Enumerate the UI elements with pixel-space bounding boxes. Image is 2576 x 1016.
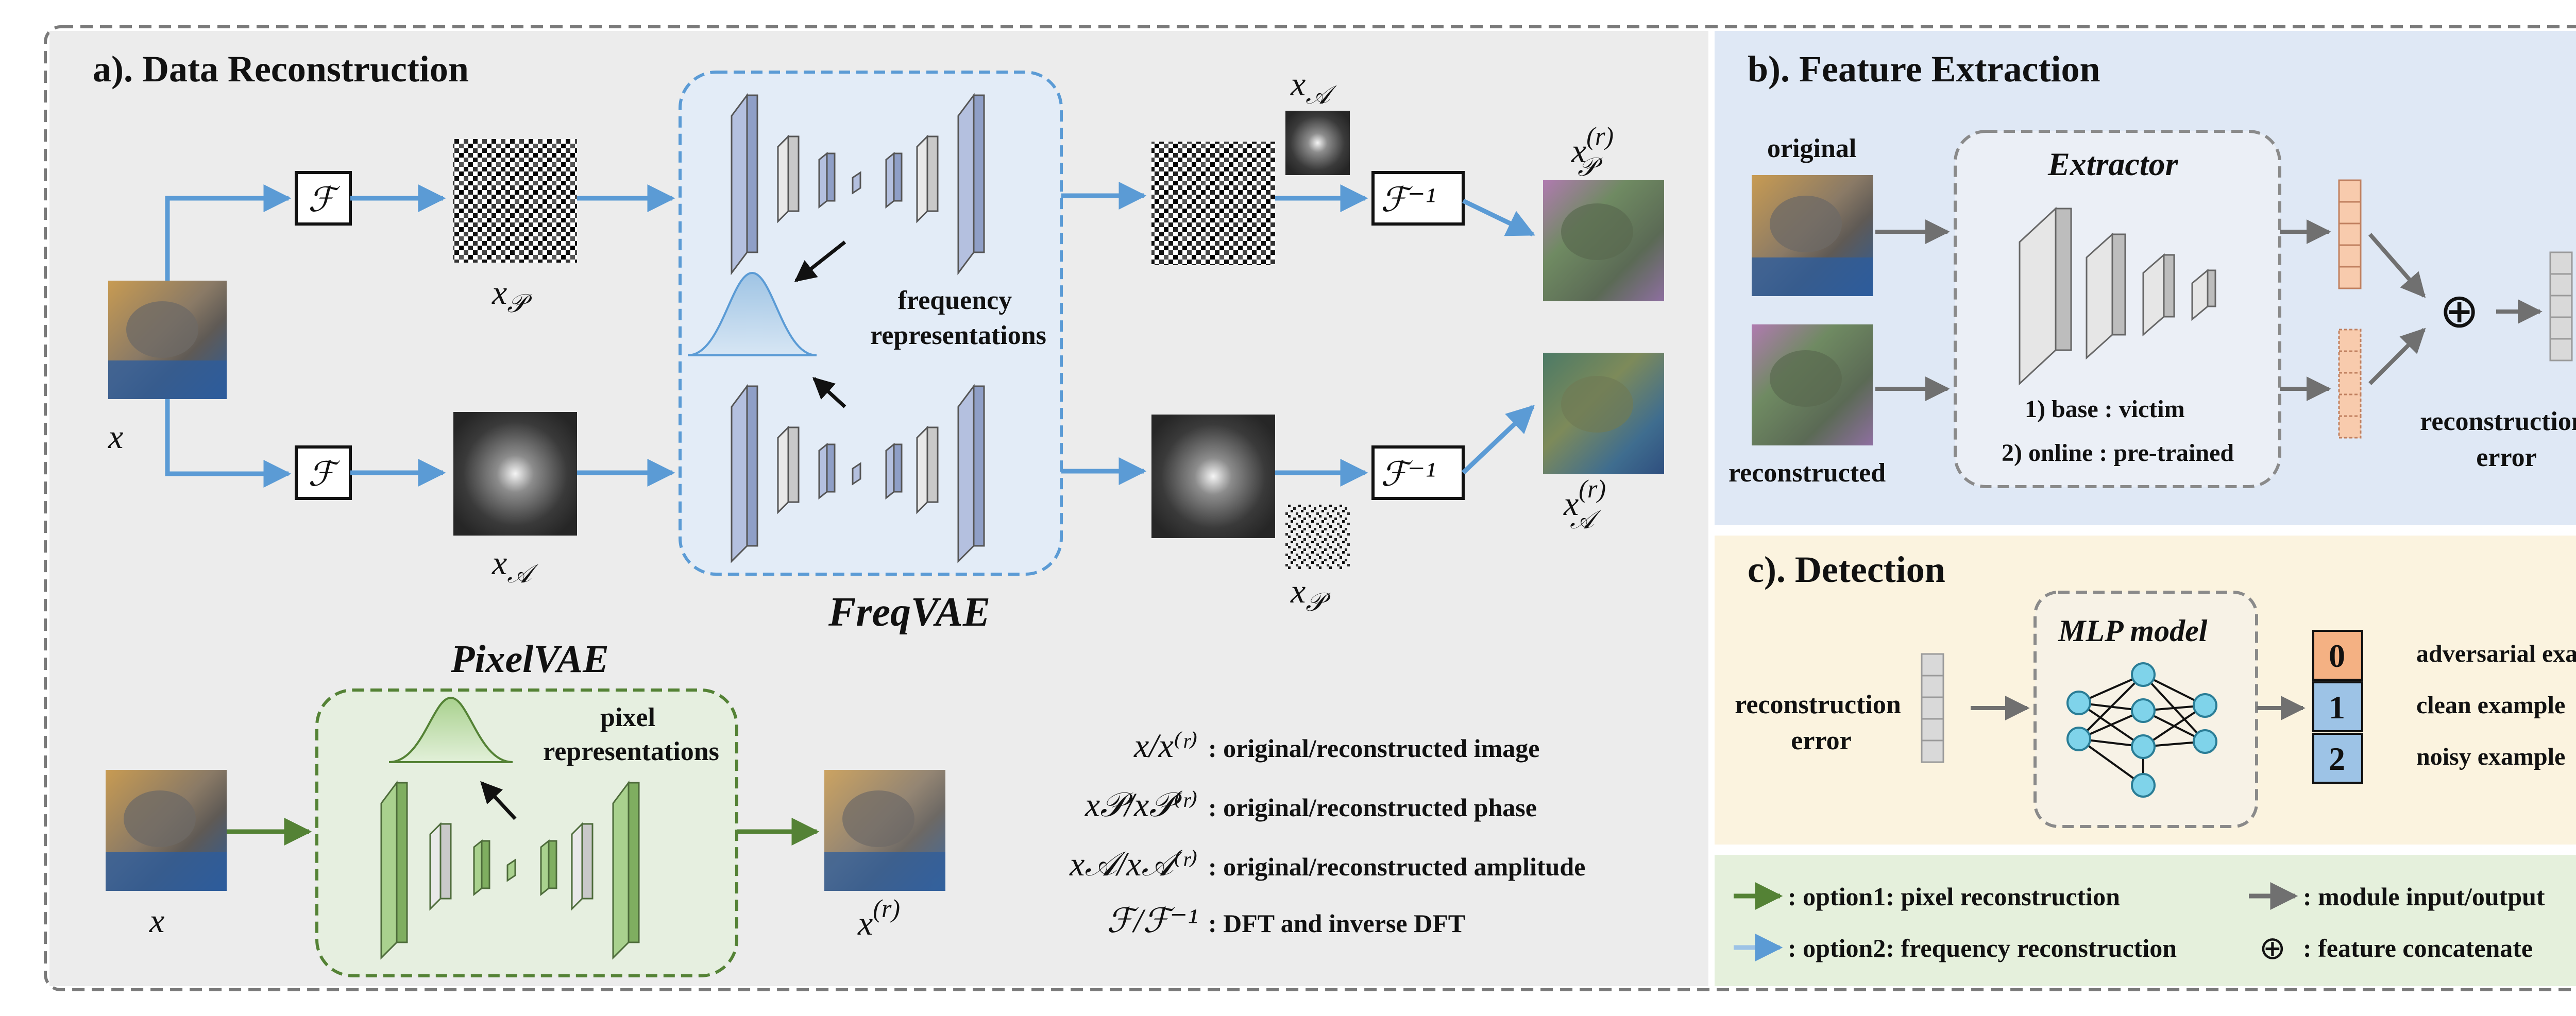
notation-legend: x/x⁽ʳ⁾ : original/reconstructed image x𝒫… [1069,727,1585,940]
mlp-network [2066,662,2217,798]
extractor-title: Extractor [2047,146,2179,182]
legend-green-text: : option1: pixel reconstruction [1788,882,2120,911]
svg-text:0: 0 [2329,638,2345,674]
blue-path-bottom [165,399,292,488]
arrow-freq-up [812,377,846,408]
legend-blue-text: : option2: frequency reconstruction [1788,934,2177,962]
pixel-output-image [824,770,945,891]
notation-text-3: : original/reconstructed amplitude [1208,852,1585,881]
blue-path-top [165,184,292,281]
extractor-option-2: 2) online : pre-trained [2002,439,2234,467]
feature-original-image [1752,175,1873,296]
svg-text:1: 1 [2329,689,2345,726]
notation-symbol-1: x/x⁽ʳ⁾ [1133,727,1198,765]
freq-repr-label: frequency representations [870,286,1046,350]
pixel-gaussian [388,696,513,763]
class-box-0: 0 [2312,630,2363,681]
amplitude-image [453,412,577,536]
freqvae-title: FreqVAE [828,590,990,635]
pixel-input-image [106,770,227,891]
class-box-2: 2 [2312,733,2363,784]
arrow-idft-to-recon-top [1462,198,1535,237]
freq-gaussian [687,271,817,356]
extractor-network [2019,206,2216,386]
arrow-pixel-up [480,781,517,820]
svg-text:ℱ⁻¹: ℱ⁻¹ [1381,181,1436,219]
idft-box-bottom: ℱ⁻¹ [1371,445,1465,500]
pixel-repr-label: pixel representations [543,703,719,766]
notation-symbol-3: x𝒜/x𝒜⁽ʳ⁾ [1069,846,1198,883]
notation-symbol-2: x𝒫/x𝒫⁽ʳ⁾ [1084,786,1198,824]
arrow-feat2-to-concat [2368,328,2426,385]
input-image [108,281,227,399]
recon-phase-image [1151,142,1275,265]
panel-c-title: c). Detection [1748,549,1945,590]
recon-phase-output-image [1543,180,1664,301]
class-label-2: noisy example [2416,743,2565,770]
orig-amplitude-thumb [1285,111,1350,175]
feature-vector-original [2338,179,2362,289]
dft-box-top: ℱ [295,171,352,226]
original-label: original [1767,134,1856,163]
class-box-1: 1 [2312,681,2363,732]
feature-vector-recon [2338,329,2362,439]
arrow-freq-down [794,240,846,282]
phase-image [453,139,577,263]
feature-recon-image [1752,324,1873,445]
legend-concat-text: : feature concatenate [2303,934,2533,962]
arrow-feat1-to-concat [2368,233,2426,298]
legend-bg [1715,855,2576,986]
pixel-output-label: x(r) [857,894,900,942]
notation-text-4: : DFT and inverse DFT [1208,909,1465,938]
pixelvae-box [315,688,738,977]
legend-concat-icon: ⊕ [2259,929,2286,967]
panel-a-title: a). Data Reconstruction [93,48,469,90]
recon-amp-output-image [1543,353,1664,474]
notation-symbol-4: ℱ/ℱ⁻¹ [1107,902,1198,940]
orig-amp-thumb-label: x𝒜 [1290,65,1337,109]
svg-text:ℱ⁻¹: ℱ⁻¹ [1381,456,1436,493]
freqvae-lower-network [731,384,985,563]
concat-icon: ⊕ [2439,283,2479,338]
extractor-option-1: 1) base : victim [2025,395,2185,423]
error-vector [2549,251,2573,361]
mlp-title: MLP model [2058,614,2208,648]
dft-box-bottom: ℱ [295,445,352,500]
class-label-0: adversarial example [2416,640,2576,667]
arrow-idft-to-recon-bottom [1461,405,1535,475]
orig-phase-thumb [1285,505,1350,569]
pixelvae-network [380,780,640,960]
recon-phase-output-label: x(r)𝒫 [1571,122,1614,181]
idft-box-top: ℱ⁻¹ [1371,171,1465,226]
notation-text-2: : original/reconstructed phase [1208,793,1537,822]
input-label: x [108,418,123,456]
class-label-1: clean example [2416,692,2565,719]
panel-b-title: b). Feature Extraction [1748,48,2100,90]
recon-amplitude-image [1151,415,1275,538]
svg-text:2: 2 [2329,741,2345,777]
outer-frame [44,25,2576,991]
pixelvae-title: PixelVAE [450,638,609,681]
legend-gray-text: : module input/output [2303,882,2545,911]
pixel-input-label: x [149,902,164,940]
detection-input-label: reconstruction error [1735,690,1908,755]
detection-input-vector [1921,653,1944,763]
notation-text-1: : original/reconstructed image [1208,734,1539,763]
reconstructed-label: reconstructed [1728,458,1886,488]
freqvae-upper-network [731,93,985,275]
reconstruction-error-label: reconstruction error [2420,407,2576,472]
